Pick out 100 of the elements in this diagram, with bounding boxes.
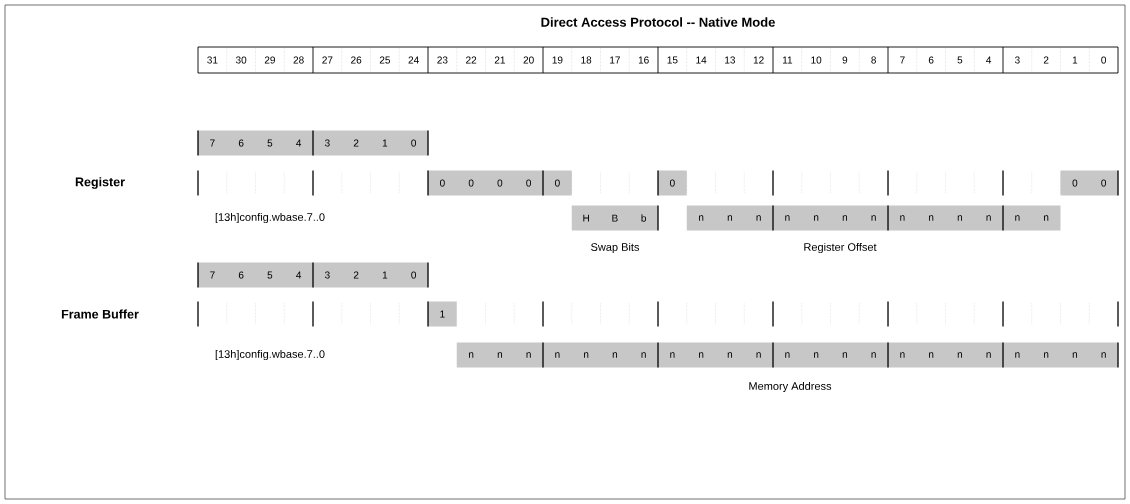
node-label: n (1044, 215, 1049, 221)
node-label: n (900, 215, 905, 221)
bit-number: 4 (986, 56, 992, 64)
bit-number: 16 (638, 56, 649, 64)
field-label: [13h]config.wbase.7..0 (215, 212, 325, 224)
bit-number: 26 (351, 56, 362, 64)
node-label: n (699, 215, 704, 221)
node-label: 0 (439, 179, 445, 187)
node-label: n (641, 352, 646, 358)
node-label: n (929, 215, 934, 221)
bit-number: 25 (379, 56, 391, 64)
node-label: n (555, 352, 560, 358)
node-label: 2 (353, 139, 359, 147)
bit-field: 0 (658, 170, 687, 196)
node-label: 0 (526, 179, 532, 187)
node-label: n (727, 215, 733, 221)
bit-number: 19 (552, 56, 563, 64)
node-label: n (986, 352, 991, 358)
bit-field: n n n n (773, 205, 888, 231)
node-label: 2 (353, 271, 359, 279)
node-label: 7 (210, 271, 215, 279)
bit-field: n n n n (888, 205, 1003, 231)
bit-number: 23 (437, 56, 448, 64)
bit-number: 9 (842, 56, 848, 64)
bit-number: 29 (264, 56, 275, 64)
bit-number: 7 (900, 56, 905, 64)
node-label: n (756, 215, 761, 221)
bit-number: 6 (928, 56, 934, 64)
bit-field: n n n n (543, 342, 658, 368)
bit-field: n n n n (773, 342, 888, 368)
bit-field: n n n n (888, 342, 1003, 368)
node-label: n (612, 352, 618, 358)
bit-number: 2 (1043, 56, 1049, 64)
node-label: 1 (382, 271, 388, 279)
node-label: n (1044, 352, 1049, 358)
node-label: n (699, 352, 704, 358)
bit-field: 1 (428, 301, 457, 327)
node-label: n (469, 352, 474, 358)
bit-field: H B b (571, 205, 658, 231)
node-label: n (584, 352, 589, 358)
bit-number: 20 (523, 56, 534, 64)
node-label: 4 (296, 271, 302, 279)
bit-field: n n n n (1003, 342, 1118, 368)
bit-number: 27 (322, 56, 333, 64)
node-label: 5 (267, 139, 273, 147)
bit-number: 13 (725, 56, 735, 64)
node-label: 0 (468, 179, 474, 187)
bit-field: 0 0 (1060, 170, 1118, 196)
node-label: 4 (296, 139, 302, 147)
bit-number: 17 (610, 56, 620, 64)
node-label: 3 (324, 139, 330, 147)
node-label: n (814, 352, 819, 358)
node-label: n (814, 215, 819, 221)
bit-field: n n n n (658, 342, 773, 368)
bit-number: 28 (293, 56, 304, 64)
node-label: n (842, 352, 848, 358)
node-label: n (1015, 352, 1020, 358)
bit-field: 0 (543, 170, 572, 196)
node-label: n (957, 215, 963, 221)
bit-field: 7 6 5 4 (198, 262, 313, 288)
field-label: [13h]config.wbase.7..0 (215, 349, 325, 361)
row-label: Frame Buffer (61, 309, 139, 319)
node-label: 1 (382, 139, 388, 147)
field-label: Swap Bits (591, 242, 640, 254)
node-label: n (526, 352, 531, 358)
bit-number: 3 (1015, 56, 1020, 64)
node-label: 6 (238, 271, 244, 279)
bit-number: 8 (871, 56, 876, 64)
node-label: 0 (411, 139, 417, 147)
bit-number: 22 (466, 56, 477, 64)
node-label: 6 (238, 139, 244, 147)
node-label: n (986, 215, 991, 221)
node-label: n (842, 215, 848, 221)
node-label: n (785, 352, 790, 358)
node-label: 0 (497, 179, 503, 187)
bit-number: 30 (235, 56, 247, 64)
bit-number: 14 (696, 56, 707, 64)
bit-field: 3 2 1 0 (313, 262, 428, 288)
node-label: n (756, 352, 761, 358)
bit-number: 21 (494, 56, 505, 64)
bit-field: n n n (686, 205, 773, 231)
bit-number: 31 (207, 56, 218, 64)
field-label: Register Offset (804, 242, 877, 254)
node-label: n (497, 352, 503, 358)
bit-number: 1 (1072, 56, 1078, 64)
bit-number: 15 (667, 56, 678, 64)
node-label: n (900, 352, 905, 358)
bit-field: n n (1003, 205, 1061, 231)
bit-number: 24 (408, 56, 419, 64)
node-label: n (785, 215, 790, 221)
bit-field: 7 6 5 4 (198, 130, 313, 156)
node-label: 5 (267, 271, 273, 279)
node-label: n (1101, 352, 1106, 358)
node-label: n (871, 352, 876, 358)
title: Direct Access Protocol -- Native Mode (541, 17, 775, 27)
bit-number: 5 (957, 56, 963, 64)
bit-number: 11 (782, 56, 793, 64)
node-label: n (871, 215, 876, 221)
node-label: n (1072, 352, 1078, 358)
node-label: 7 (210, 139, 215, 147)
